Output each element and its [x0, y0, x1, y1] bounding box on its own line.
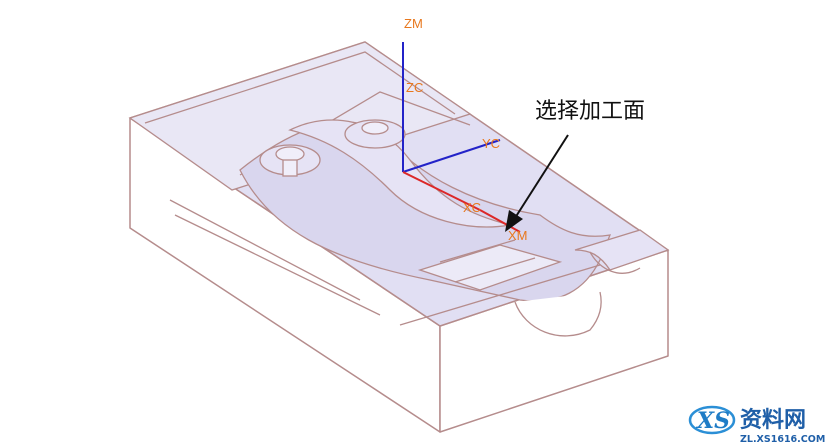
axis-label-zc: ZC — [406, 80, 423, 95]
watermark-logo: XS — [695, 408, 730, 434]
lower-groove — [417, 244, 563, 291]
rim-top-face — [128, 41, 472, 191]
front-ledge — [169, 199, 601, 326]
axis-labels: ZM ZC YC XC XM — [404, 16, 528, 243]
axis-label-zm: ZM — [404, 16, 423, 31]
right-slot-edge — [589, 251, 641, 274]
rim-inner-edge — [144, 51, 456, 124]
xm-axis — [479, 209, 521, 233]
watermark-url: ZL.XS1616.COM — [740, 434, 825, 445]
right-boss-top — [361, 121, 389, 135]
front-notch — [514, 291, 602, 337]
left-boss-top — [275, 146, 305, 162]
coordinate-axes — [402, 42, 521, 233]
small-post — [282, 159, 298, 177]
cavity-surfaces — [169, 119, 670, 337]
callout-arrow-line — [514, 134, 569, 219]
watermark-logo-ring — [688, 405, 736, 435]
groove-lines — [439, 239, 536, 283]
callout: 选择加工面 — [505, 99, 645, 232]
watermark-name: 资料网 — [740, 408, 806, 433]
watermark: XS 资料网 ZL.XS1616.COM — [688, 405, 825, 445]
axis-label-yc: YC — [482, 136, 500, 151]
axis-label-xm: XM — [508, 228, 528, 243]
callout-arrowhead — [505, 210, 523, 232]
callout-text: 选择加工面 — [535, 99, 645, 124]
yc-axis — [402, 139, 501, 173]
right-slot — [574, 229, 670, 271]
axis-label-xc: XC — [463, 200, 481, 215]
xc-axis — [402, 171, 481, 211]
